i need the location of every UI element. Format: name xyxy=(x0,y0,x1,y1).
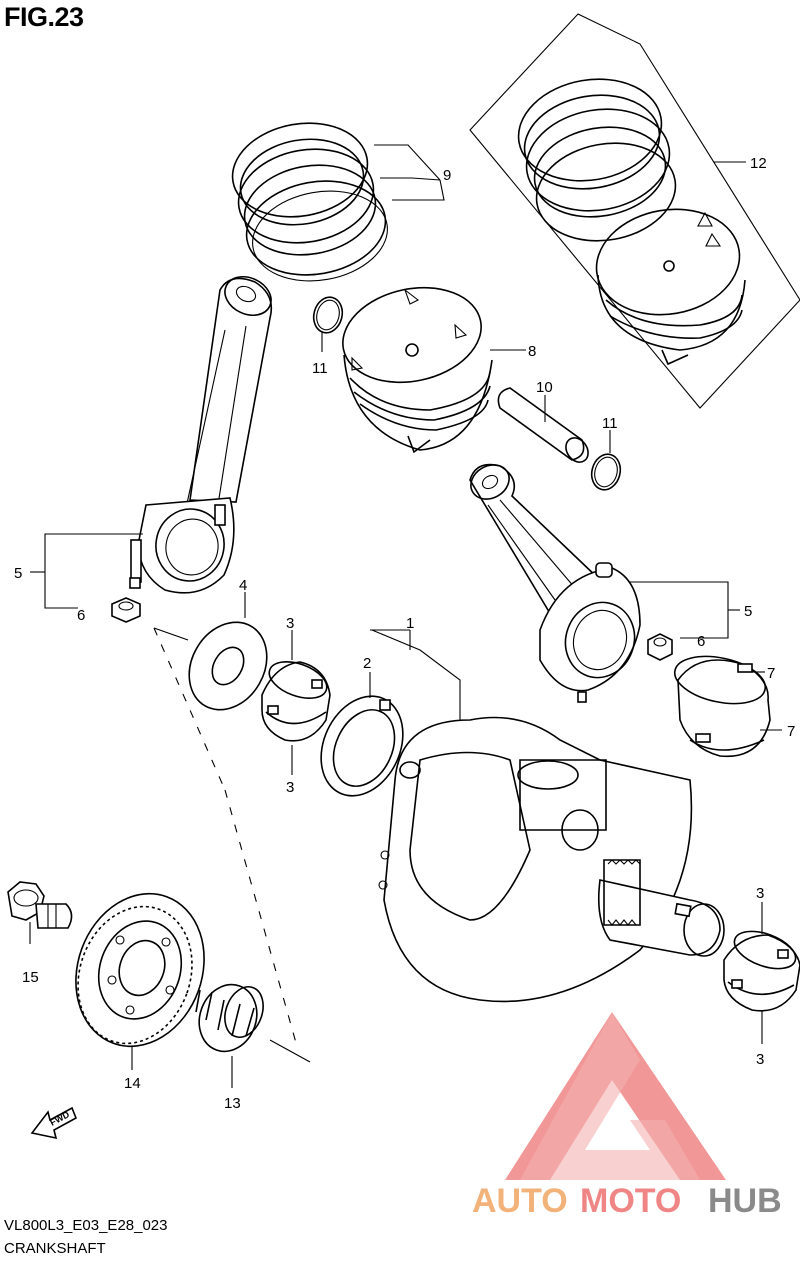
callout-2: 2 xyxy=(363,655,371,672)
callout-14: 14 xyxy=(124,1075,141,1092)
connecting-rod-nut-right xyxy=(647,633,673,661)
callout-15: 15 xyxy=(22,969,39,986)
piston xyxy=(342,286,526,454)
callout-3: 3 xyxy=(286,615,294,632)
callout-3: 3 xyxy=(286,779,294,796)
figure-code: VL800L3_E03_E28_023 xyxy=(4,1217,168,1234)
watermark-text-auto: AUTO xyxy=(472,1182,568,1220)
piston-set-box xyxy=(469,13,800,409)
piston-pin-circlip-right xyxy=(590,430,622,491)
piston-rings xyxy=(231,122,445,282)
callout-6: 6 xyxy=(77,607,85,624)
figure-name: CRANKSHAFT xyxy=(4,1240,106,1257)
crank-bearing-upper-lower xyxy=(261,630,331,775)
watermark-logo xyxy=(505,1012,726,1180)
callout-4: 4 xyxy=(239,577,247,594)
watermark-text-hub: HUB xyxy=(708,1182,782,1220)
callout-6: 6 xyxy=(697,633,705,650)
callout-7: 7 xyxy=(767,665,775,682)
piston-pin xyxy=(497,387,589,463)
connecting-rod-right xyxy=(469,463,740,703)
callout-1: 1 xyxy=(406,615,414,632)
callout-5: 5 xyxy=(744,603,752,620)
callout-8: 8 xyxy=(528,343,536,360)
pick-up-gear xyxy=(195,983,264,1088)
callout-3: 3 xyxy=(756,885,764,902)
watermark-wordmark: AUTO MOTO HUB xyxy=(472,1182,782,1220)
watermark-text-moto: MOTO xyxy=(580,1182,681,1220)
piston-pin-circlip-left xyxy=(312,296,344,352)
thrust-washer xyxy=(188,592,268,711)
primary-drive-gear xyxy=(75,892,205,1070)
callout-7: 7 xyxy=(787,723,795,740)
callout-9: 9 xyxy=(443,167,451,184)
drive-gear-bolt xyxy=(7,881,73,944)
connecting-rod-nut-left xyxy=(111,597,141,623)
callout-5: 5 xyxy=(14,565,22,582)
conrod-bearings xyxy=(673,655,782,758)
callout-13: 13 xyxy=(224,1095,241,1112)
assembly-reference-lines xyxy=(153,627,311,1063)
callout-12: 12 xyxy=(750,155,767,172)
crank-bearing-right xyxy=(723,902,800,1044)
callout-11: 11 xyxy=(312,360,328,377)
connecting-rod-left xyxy=(30,275,273,609)
crank-thrust-bearing xyxy=(320,672,404,797)
forward-arrow-icon: FWD xyxy=(30,1106,78,1140)
callout-10: 10 xyxy=(536,379,553,396)
callout-3: 3 xyxy=(756,1051,764,1068)
callout-11: 11 xyxy=(602,415,618,432)
crankshaft xyxy=(370,629,725,1003)
figure-title: FIG.23 xyxy=(4,2,84,32)
